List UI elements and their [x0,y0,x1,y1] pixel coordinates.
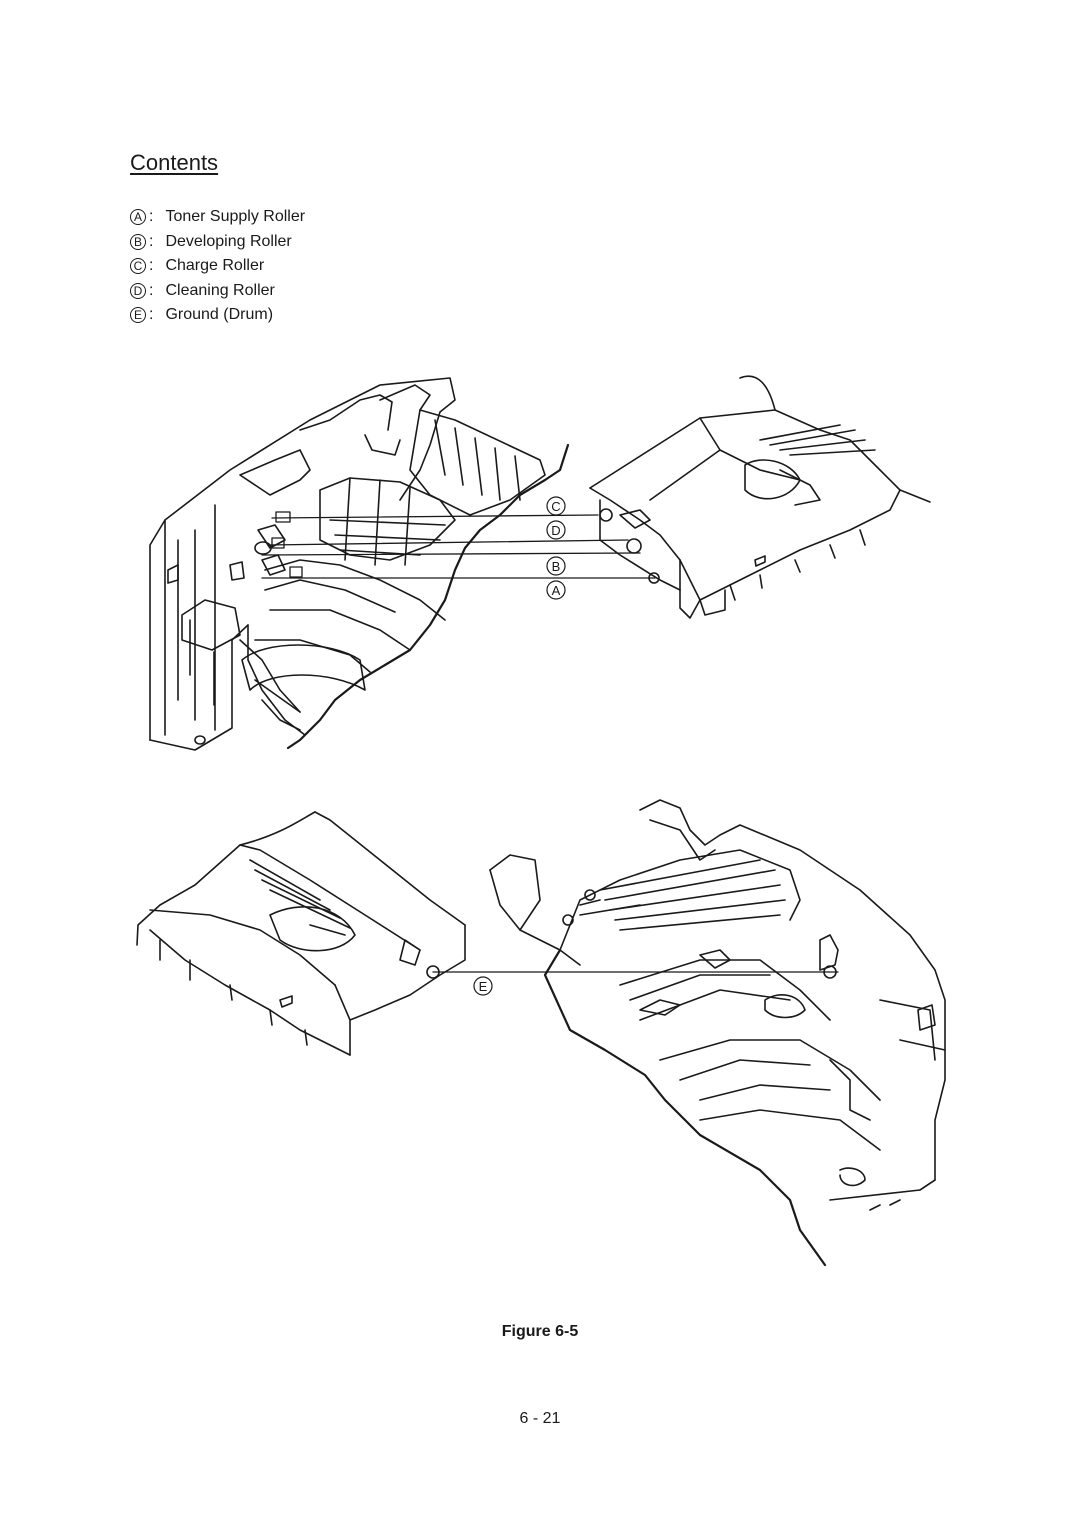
legend-label: Charge Roller [165,257,265,275]
legend-label: Developing Roller [165,232,292,250]
page-number: 6 - 21 [519,1410,561,1427]
figure-caption: Figure 6-5 [501,1323,579,1340]
legend-item-b: B: Developing Roller [130,230,305,255]
circled-letter-a: A [130,209,146,226]
callout-a-top: A [552,583,561,598]
legend-item-d: D: Cleaning Roller [130,279,305,304]
printer-frame-bottom-drawing [489,799,946,1267]
circled-letter-b: B [130,233,146,250]
circled-letter-e: E [130,307,146,324]
legend-label: Ground (Drum) [165,306,274,324]
callout-c-top: C [551,499,560,514]
legend-label: Toner Supply Roller [165,208,306,226]
cartridge-top-drawing [589,375,931,619]
callout-e-bottom: E [479,979,488,994]
legend-item-a: A: Toner Supply Roller [130,205,305,230]
printer-frame-top-drawing [149,377,570,751]
callout-d-top: D [551,523,560,538]
legend-item-e: E: Ground (Drum) [130,303,305,328]
circled-letter-d: D [130,282,146,299]
contacts-legend: A: Toner Supply Roller B: Developing Rol… [130,205,305,328]
callout-b-top: B [552,559,561,574]
callout-bottom: E [473,976,493,996]
cartridge-bottom-drawing [136,811,466,1056]
contact-leader-lines-top [261,511,656,579]
section-heading: Contents [130,150,219,175]
legend-item-c: C: Charge Roller [130,254,305,279]
legend-label: Cleaning Roller [165,281,275,299]
callouts-top: C D B A [546,496,566,600]
circled-letter-c: C [130,258,146,275]
